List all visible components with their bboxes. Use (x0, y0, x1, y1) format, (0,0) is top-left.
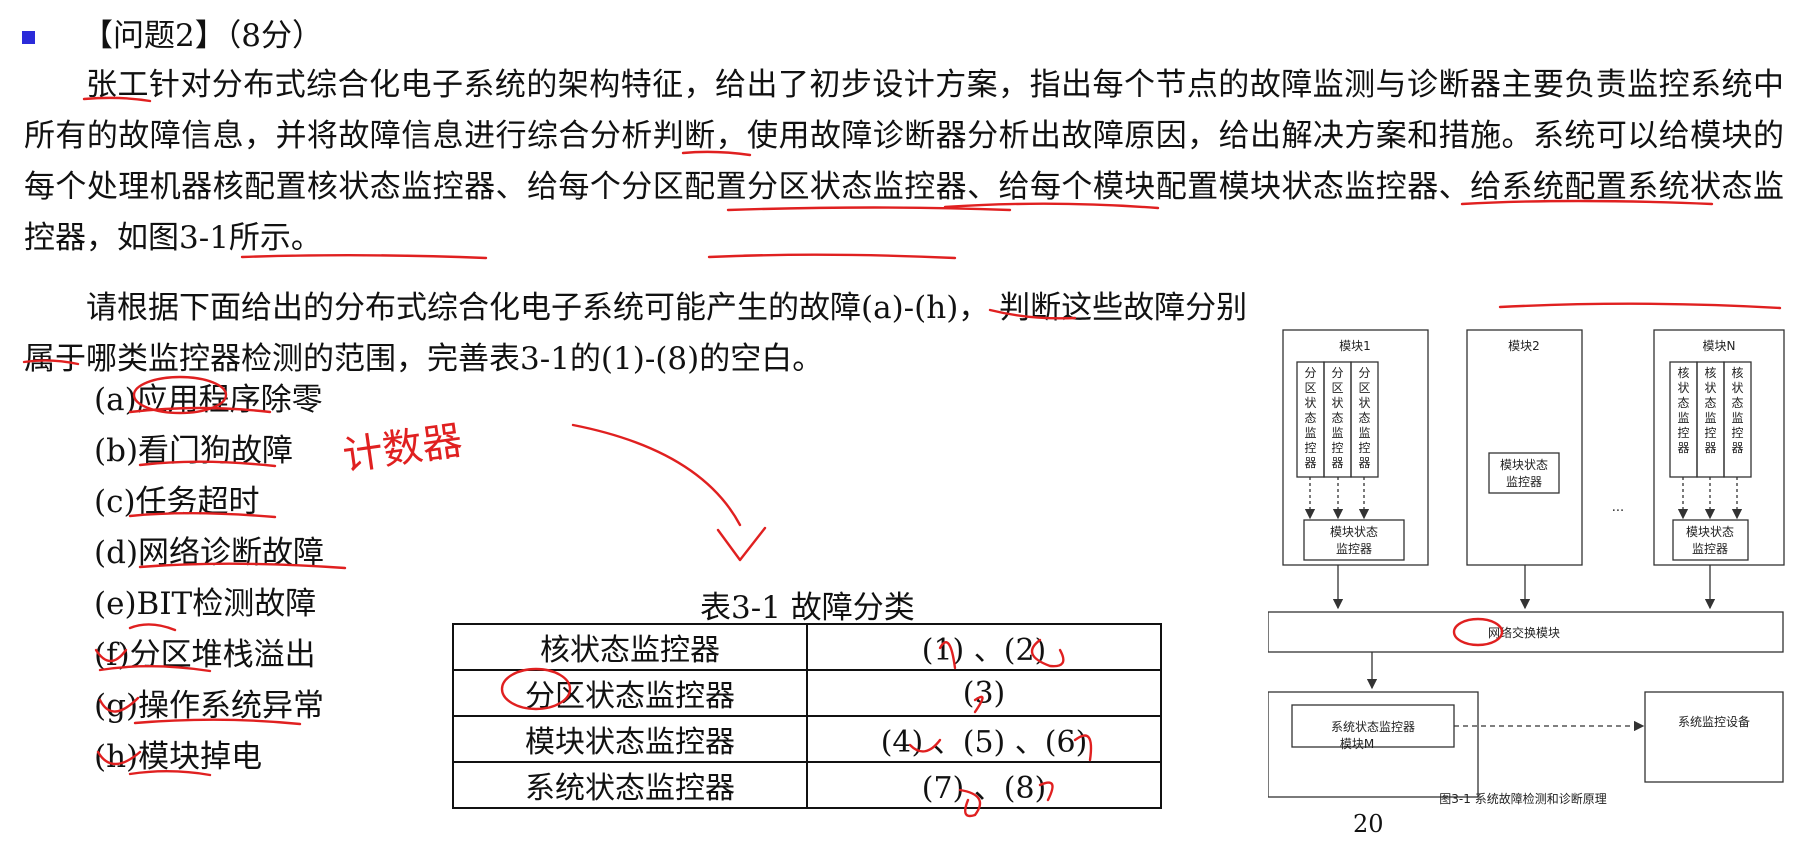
monitor-cell: 模块状态监控器 (452, 715, 808, 763)
table-row: 系统状态监控器 (7) 、(8) (452, 761, 1162, 809)
fault-item: (b)看门狗故障 (94, 433, 294, 469)
module-n-label: 模块N (1703, 339, 1736, 353)
module-2-box (1466, 329, 1583, 566)
table-row: 模块状态监控器 (4) 、(5) 、(6) (452, 715, 1162, 763)
module-monitor-label: 模块状态 (1330, 525, 1378, 539)
module-m-label: 模块M (1340, 737, 1374, 751)
module-monitor-label: 模块状态 (1500, 458, 1548, 472)
table-caption: 表3-1 故障分类 (700, 590, 915, 626)
page-number: 20 (1353, 810, 1384, 838)
fault-item: (a)应用程序除零 (94, 382, 323, 418)
module-2-label: 模块2 (1508, 339, 1540, 353)
blank-cell: (3) (806, 669, 1162, 717)
table-row: 分区状态监控器 (3) (452, 669, 1162, 717)
module-1-box (1282, 329, 1429, 566)
module-monitor-label: 监控器 (1692, 542, 1728, 556)
core-monitor-label: 核状态监控器 (1677, 366, 1689, 455)
blank-cell: (1) 、(2) (806, 623, 1162, 671)
fault-item: (g)操作系统异常 (94, 688, 325, 724)
architecture-diagram: 分区状态监控器 分区状态监控器 分区状态监控器 核状态监控器 核状态监控器 核状… (1268, 329, 1785, 806)
table-row: 核状态监控器 (1) 、(2) (452, 623, 1162, 671)
system-monitor-label: 系统状态监控器 (1331, 720, 1415, 734)
core-monitor-label: 核状态监控器 (1704, 366, 1716, 455)
handwritten-note: 计数器 (340, 418, 465, 480)
partition-monitor-label: 分区状态监控器 (1304, 366, 1316, 470)
fault-classification-table: 核状态监控器 (1) 、(2) 分区状态监控器 (3) 模块状态监控器 (4) … (452, 623, 1162, 809)
fault-item: (f)分区堆栈溢出 (94, 637, 316, 673)
partition-monitor-label: 分区状态监控器 (1331, 366, 1343, 470)
monitor-cell: 分区状态监控器 (452, 669, 808, 717)
module-monitor-label: 模块状态 (1686, 525, 1734, 539)
blank-cell: (4) 、(5) 、(6) (806, 715, 1162, 763)
system-device-box (1644, 691, 1784, 783)
fault-item: (h)模块掉电 (94, 739, 263, 775)
paragraph-task: 请根据下面给出的分布式综合化电子系统可能产生的故障(a)-(h)， 判断这些故障… (24, 290, 1248, 377)
module-monitor-box (1303, 519, 1405, 561)
fault-item: (e)BIT检测故障 (94, 586, 317, 622)
switch-label: 网络交换模块 (1488, 625, 1560, 640)
module-monitor-label: 监控器 (1506, 475, 1542, 489)
module-1-label: 模块1 (1339, 339, 1371, 353)
system-device-label: 系统监控设备 (1678, 715, 1750, 729)
core-monitor-label: 核状态监控器 (1731, 366, 1743, 455)
blank-cell: (7) 、(8) (806, 761, 1162, 809)
fault-item: (c)任务超时 (94, 484, 260, 520)
partition-monitor-label: 分区状态监控器 (1358, 366, 1370, 470)
question-heading: 【问题2】（8分） (82, 18, 323, 54)
bullet-icon (22, 31, 35, 44)
module-n-box (1653, 329, 1785, 566)
ellipsis-label: ... (1612, 500, 1624, 515)
module-m-box (1268, 691, 1479, 798)
monitor-cell: 核状态监控器 (452, 623, 808, 671)
switch-box (1268, 611, 1784, 653)
monitor-cell: 系统状态监控器 (452, 761, 808, 809)
paragraph-design: 张工针对分布式综合化电子系统的架构特征，给出了初步设计方案，指出每个节点的故障监… (24, 67, 1784, 256)
module-monitor-label: 监控器 (1336, 542, 1372, 556)
fault-item: (d)网络诊断故障 (94, 535, 325, 571)
diagram-caption: 图3-1 系统故障检测和诊断原理 (1439, 791, 1606, 806)
